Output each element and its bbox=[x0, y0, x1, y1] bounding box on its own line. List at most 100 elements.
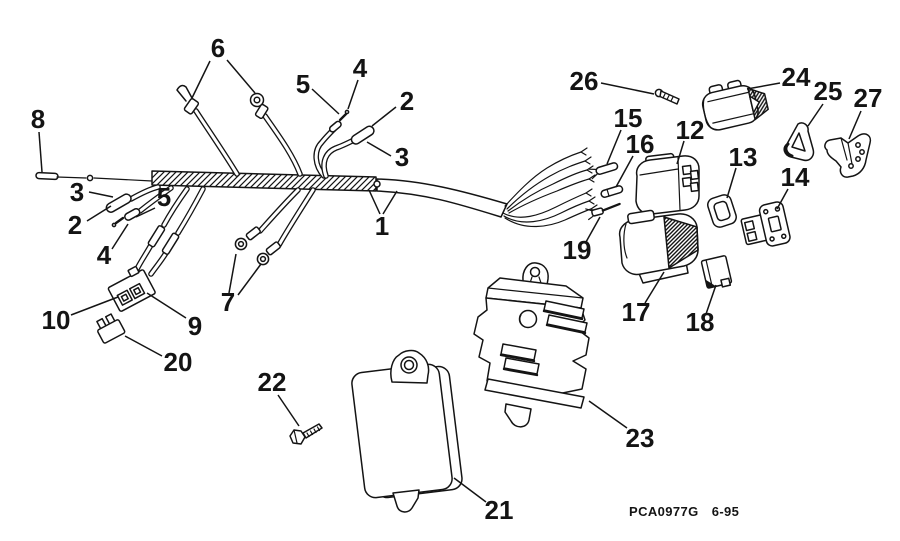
callout-leader bbox=[453, 477, 487, 503]
fuse bbox=[96, 313, 126, 344]
wire-core bbox=[314, 127, 336, 178]
callout-leader bbox=[726, 167, 737, 199]
callout-leader bbox=[191, 60, 211, 99]
callout-leader bbox=[135, 207, 156, 218]
callout-label-6: 6 bbox=[211, 33, 225, 63]
wire-core bbox=[135, 243, 153, 271]
fork-terminal bbox=[176, 84, 200, 115]
figure-code-text: PCA0977G bbox=[629, 504, 699, 519]
lead-wire-8 bbox=[35, 171, 153, 182]
callout-leader bbox=[371, 106, 397, 127]
callout-leader bbox=[807, 103, 824, 127]
figure-date-text: 6-95 bbox=[711, 504, 740, 519]
callout-leader bbox=[588, 400, 628, 429]
callout-leader bbox=[237, 263, 262, 296]
callout-leader bbox=[606, 129, 622, 165]
callout-label-25: 25 bbox=[814, 76, 843, 106]
callout-label-9: 9 bbox=[188, 311, 202, 341]
callout-label-13: 13 bbox=[729, 142, 758, 172]
callout-label-4: 4 bbox=[353, 53, 368, 83]
callout-leader bbox=[705, 284, 717, 315]
terminal-pin-19 bbox=[585, 202, 621, 221]
callout-label-10: 10 bbox=[42, 305, 71, 335]
callout-label-19: 19 bbox=[563, 235, 592, 265]
bullet-terminal-top bbox=[328, 109, 350, 133]
callout-leader bbox=[86, 205, 112, 222]
callout-label-14: 14 bbox=[781, 162, 810, 192]
connector-12-drawing bbox=[635, 152, 700, 215]
callout-leader bbox=[676, 140, 685, 165]
cover-21-drawing bbox=[351, 349, 463, 513]
callout-label-21: 21 bbox=[485, 495, 514, 525]
callout-leader bbox=[311, 88, 340, 115]
callout-leader bbox=[38, 131, 43, 173]
callout-leader bbox=[124, 335, 163, 357]
callout-leader bbox=[111, 223, 129, 250]
callout-leader bbox=[776, 188, 789, 210]
callout-label-20: 20 bbox=[164, 347, 193, 377]
callout-leader bbox=[347, 79, 359, 110]
bracket-27-drawing bbox=[824, 133, 872, 178]
wire-tip-hooks bbox=[580, 147, 598, 213]
wire-core bbox=[138, 186, 173, 213]
callout-leader bbox=[366, 141, 392, 157]
callout-label-27: 27 bbox=[854, 83, 883, 113]
wire-core bbox=[194, 109, 239, 176]
wire-core bbox=[263, 114, 302, 176]
ring-terminals-7 bbox=[234, 226, 281, 266]
callout-leader bbox=[226, 59, 256, 94]
bullet-terminal-left bbox=[111, 208, 141, 228]
callout-label-23: 23 bbox=[626, 423, 655, 453]
connector-14-drawing bbox=[740, 201, 791, 247]
callout-label-7: 7 bbox=[221, 287, 235, 317]
callout-leader bbox=[615, 155, 634, 188]
callout-label-5: 5 bbox=[157, 182, 171, 212]
callout-leader bbox=[644, 271, 665, 304]
wire-core bbox=[277, 188, 315, 247]
callout-label-18: 18 bbox=[686, 307, 715, 337]
connector-17-drawing bbox=[618, 209, 699, 284]
callout-leader bbox=[70, 296, 119, 316]
terminal-pin-15 bbox=[588, 162, 619, 180]
callout-leader bbox=[146, 292, 187, 319]
wire-core bbox=[176, 187, 205, 235]
callout-label-8: 8 bbox=[31, 104, 45, 134]
callout-label-15: 15 bbox=[614, 103, 643, 133]
callout-leader bbox=[368, 189, 381, 215]
callout-label-2: 2 bbox=[68, 210, 82, 240]
callout-label-4: 4 bbox=[97, 240, 112, 270]
callout-label-3: 3 bbox=[70, 177, 84, 207]
callout-label-16: 16 bbox=[626, 129, 655, 159]
callout-leader bbox=[848, 110, 862, 140]
callout-label-3: 3 bbox=[395, 142, 409, 172]
callout-label-17: 17 bbox=[622, 297, 651, 327]
callout-leader bbox=[746, 82, 781, 90]
wire-core bbox=[149, 251, 168, 276]
callout-label-24: 24 bbox=[782, 62, 811, 92]
callout-label-2: 2 bbox=[400, 86, 414, 116]
callout-label-1: 1 bbox=[375, 211, 389, 241]
wire-core bbox=[129, 185, 160, 201]
wire-core bbox=[162, 187, 189, 227]
connector-24-drawing bbox=[701, 79, 769, 131]
wire-core bbox=[322, 138, 356, 178]
screw-22-drawing bbox=[289, 423, 323, 445]
clip-18-drawing bbox=[700, 255, 733, 289]
figure-code: PCA0977G 6-95 bbox=[629, 504, 739, 519]
seal-13-drawing bbox=[707, 194, 737, 228]
sleeve-terminal-top bbox=[350, 125, 375, 145]
screw-26-drawing bbox=[654, 88, 680, 105]
callout-leader bbox=[88, 191, 114, 198]
bracket-23-drawing bbox=[473, 262, 590, 428]
callout-label-12: 12 bbox=[676, 115, 705, 145]
cable-to-engine bbox=[373, 178, 508, 218]
callout-label-5: 5 bbox=[296, 69, 310, 99]
terminal-pin-16 bbox=[600, 185, 624, 198]
callout-leader bbox=[228, 253, 237, 294]
callout-label-22: 22 bbox=[258, 367, 287, 397]
callout-leader bbox=[600, 82, 655, 95]
sleeve-terminal-left bbox=[105, 193, 132, 213]
grommet-25-drawing bbox=[783, 122, 815, 162]
